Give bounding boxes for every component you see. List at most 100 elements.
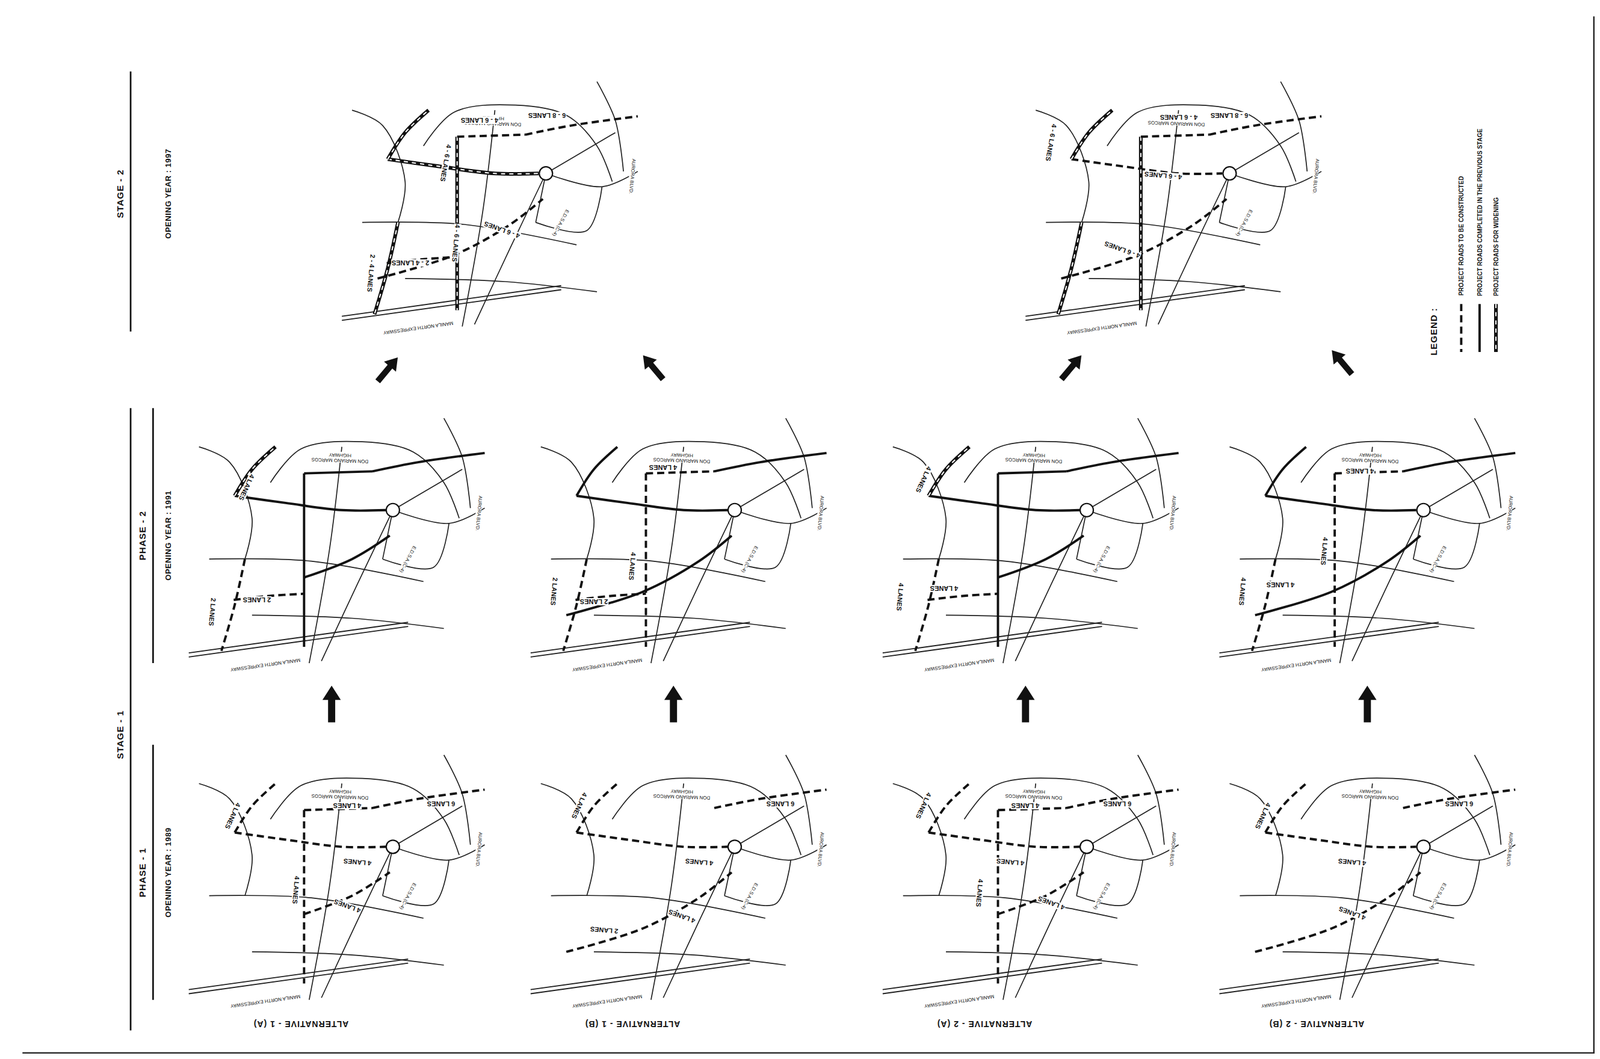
lane-label: 4 LANES <box>342 857 372 868</box>
street-line <box>663 510 735 662</box>
road-name: DON MARIANO MARCOS HIGHWAY <box>1339 450 1402 464</box>
street-line <box>392 844 485 861</box>
road-to-construct <box>221 559 245 652</box>
street-line <box>1158 173 1230 325</box>
road-name: MANILA NORTH EXPRESSWAY <box>1260 656 1332 672</box>
lane-label: 6 LANES <box>1102 800 1132 808</box>
street-line <box>1229 171 1322 188</box>
road-to-construct <box>927 593 998 600</box>
road-widening <box>928 447 970 496</box>
expressway-line <box>882 626 1103 658</box>
road-to-construct <box>714 789 827 809</box>
road-to-construct <box>645 471 715 473</box>
road-name: MANILA NORTH EXPRESSWAY <box>1066 320 1138 336</box>
street-line <box>1474 418 1501 508</box>
road-name: AURORA BLVD. <box>1504 494 1514 532</box>
expressway-line <box>1025 290 1245 321</box>
stage-arrow <box>1016 685 1035 723</box>
road-widening-hatch <box>234 447 276 496</box>
road-to-construct <box>915 559 939 652</box>
lane-label: 4 LANES <box>1345 467 1375 475</box>
road-name: DON MARIANO MARCOS HIGHWAY <box>1339 787 1402 801</box>
lane-label: 2 LANES <box>589 925 619 936</box>
street-line <box>651 783 684 1000</box>
road-completed <box>928 495 1080 511</box>
road-widening-hatch <box>928 447 970 496</box>
road-name: MANILA NORTH EXPRESSWAY <box>923 993 995 1009</box>
lane-label: 4 - 6 LANES <box>1158 113 1198 121</box>
road-to-construct <box>1265 783 1307 833</box>
road-name: MANILA NORTH EXPRESSWAY <box>382 320 455 336</box>
heading-label: STAGE - 1 <box>115 710 126 759</box>
road-completed <box>576 447 618 496</box>
road-name: MANILA NORTH EXPRESSWAY <box>229 656 301 672</box>
road-completed <box>1478 303 1481 353</box>
street-line <box>1352 846 1424 998</box>
street-line <box>1088 278 1281 292</box>
street-line <box>392 805 463 847</box>
lane-label: 4 LANES <box>237 472 257 503</box>
street-line <box>596 81 624 172</box>
road-to-construct <box>1066 789 1179 809</box>
alternative-label: ALTERNATIVE - 2 (A) <box>936 1018 1032 1028</box>
street-line <box>1145 110 1179 327</box>
expressway-line <box>1219 959 1439 990</box>
street-line <box>785 418 813 508</box>
legend-sample <box>1495 303 1497 353</box>
street-line <box>1280 81 1307 172</box>
interchange-circle <box>728 840 742 854</box>
lane-label: 4 LANES <box>895 581 906 612</box>
street-line <box>1474 755 1501 845</box>
street-line <box>321 510 393 662</box>
map-panel <box>188 755 485 1001</box>
interchange-circle <box>1080 840 1094 854</box>
stage-arrow <box>1055 350 1088 384</box>
stage-arrow <box>322 685 342 723</box>
street-line <box>199 447 253 560</box>
lane-label: 4 LANES <box>666 908 697 925</box>
lane-label: 2 LANES <box>207 597 218 628</box>
map-panel <box>530 755 827 1001</box>
interchange-circle <box>1417 840 1431 854</box>
street-line <box>545 132 615 174</box>
street-line <box>964 441 1154 519</box>
road-completed <box>566 535 732 615</box>
street-line <box>270 778 460 856</box>
road-widening-hatch <box>1058 222 1082 315</box>
street-line <box>1137 755 1165 845</box>
lane-label: 4 LANES <box>332 897 363 915</box>
street-line <box>392 507 485 524</box>
lane-label: 4 LANES <box>684 857 714 868</box>
road-name: MANILA NORTH EXPRESSWAY <box>571 993 643 1009</box>
street-line <box>352 110 405 223</box>
street-line <box>1300 778 1490 856</box>
road-to-construct <box>457 134 526 137</box>
street-line <box>724 846 735 896</box>
street-line <box>540 447 594 560</box>
street-line <box>252 614 445 629</box>
interchange-circle <box>539 166 553 180</box>
lane-label: 4 - 6 LANES <box>482 219 522 240</box>
expressway-line <box>882 963 1103 995</box>
road-name: DON MARIANO MARCOS HIGHWAY <box>651 450 714 464</box>
lane-label: 6 LANES <box>426 800 455 808</box>
street-line <box>1086 805 1156 847</box>
road-name: AURORA BLVD. <box>815 831 825 869</box>
expressway-line <box>530 963 751 995</box>
road-to-construct <box>234 832 386 848</box>
expressway-line <box>188 963 409 995</box>
street-line <box>1076 846 1087 896</box>
road-widening <box>1071 110 1113 159</box>
street-line <box>321 846 393 998</box>
street-line <box>1300 441 1490 519</box>
road-to-construct <box>566 872 732 952</box>
road-widening <box>387 110 429 159</box>
road-to-construct <box>1265 832 1417 848</box>
road-completed <box>576 495 728 511</box>
road-name: DON MARIANO MARCOS HIGHWAY <box>308 450 371 464</box>
street-line <box>611 441 801 519</box>
lane-label: 6 LANES <box>766 800 795 808</box>
expressway-line <box>882 959 1103 990</box>
map-panel <box>882 418 1179 664</box>
